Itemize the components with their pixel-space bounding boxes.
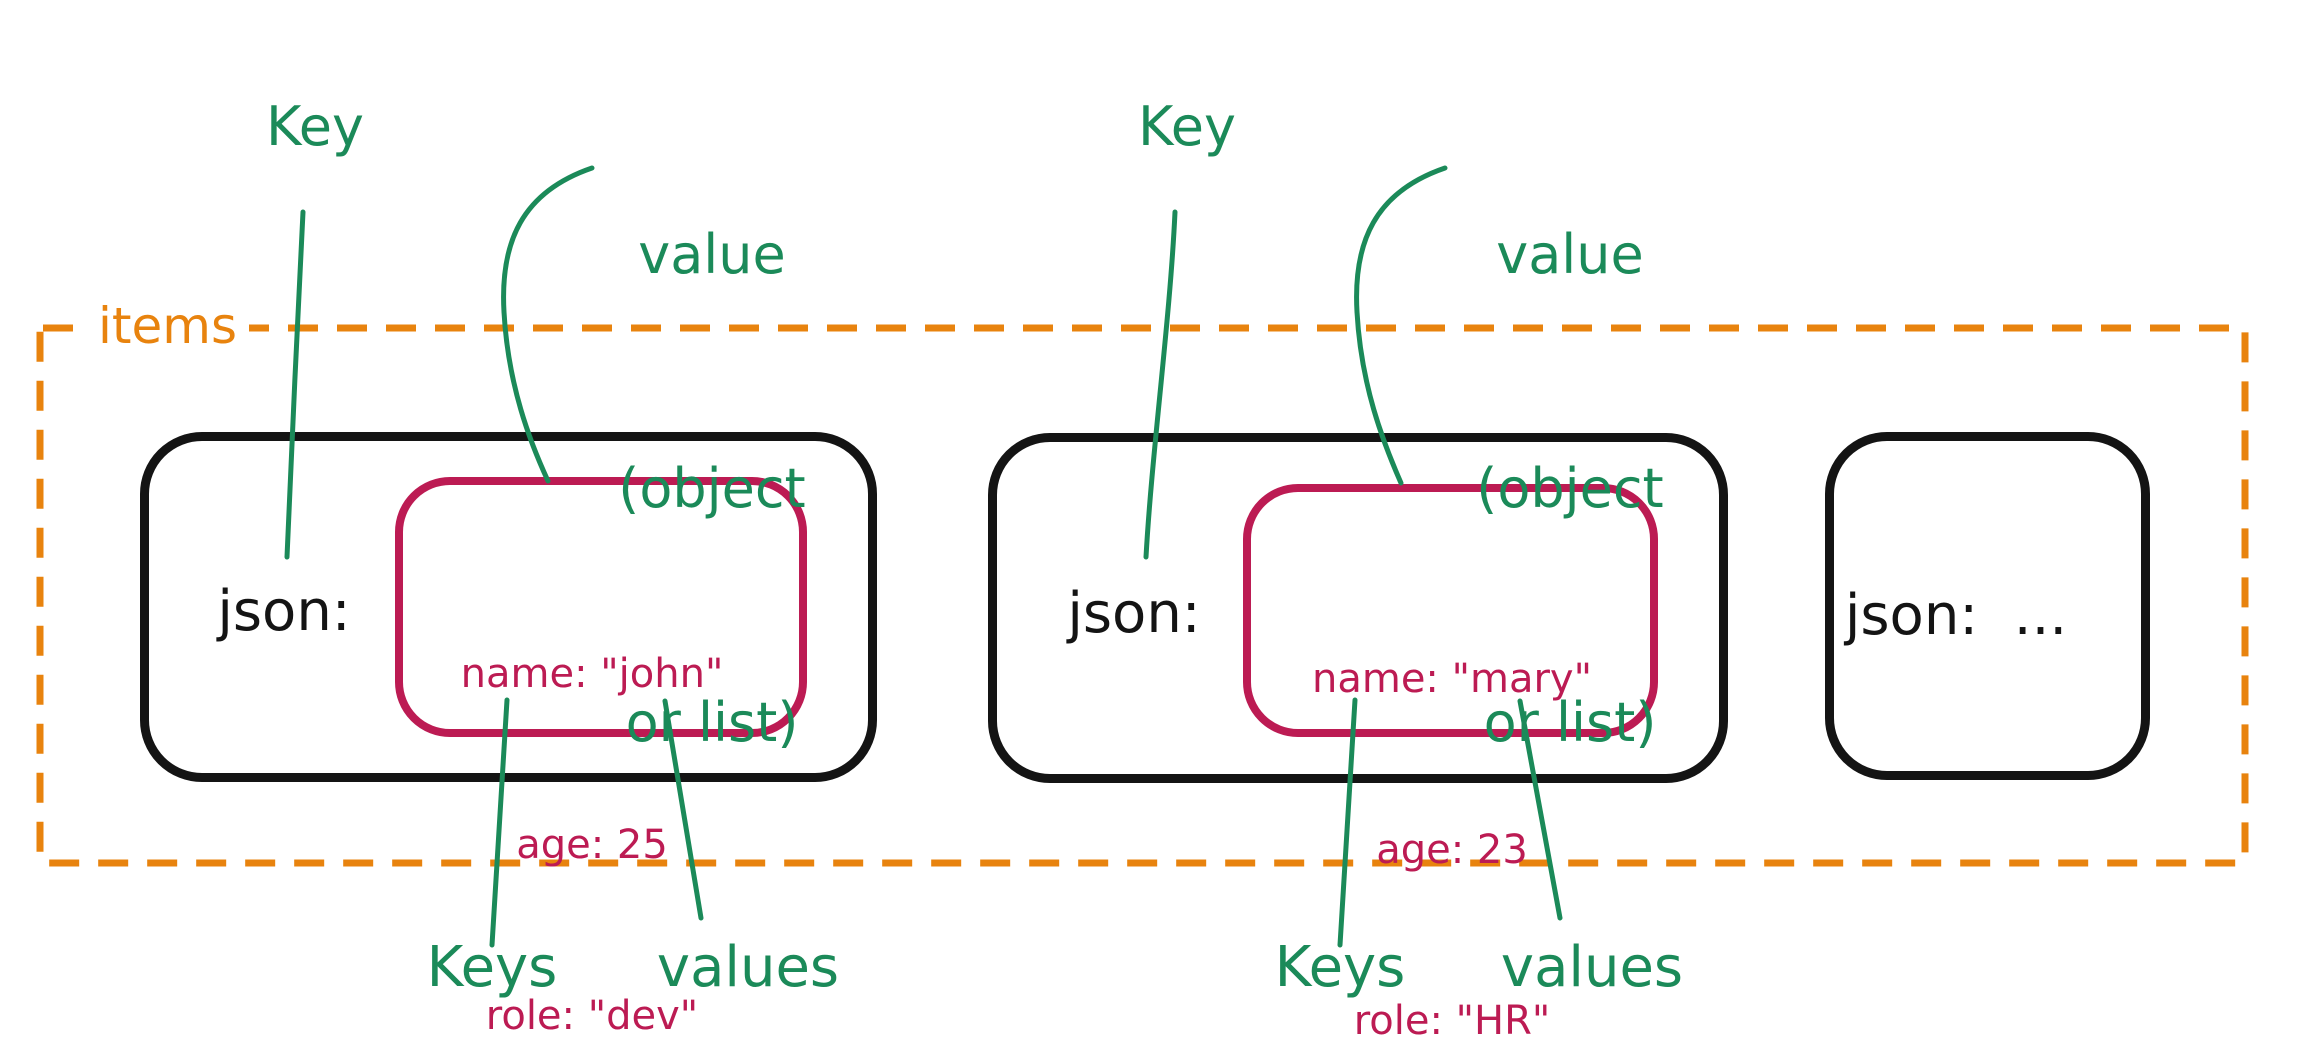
nested-object-lines-1: name: "john" age: 25 role: "dev" — [461, 532, 724, 1058]
object-line: age: 25 — [516, 822, 668, 868]
object-line: role: "dev" — [485, 993, 699, 1039]
object-line: age: 23 — [1376, 827, 1528, 873]
object-line: role: "HR" — [1353, 998, 1551, 1044]
item-key-label-1: json: — [217, 579, 351, 644]
item-key-label-2: json: — [1067, 581, 1201, 646]
item-key-label-3: json: ... — [1844, 583, 2068, 648]
object-line: name: "john" — [460, 651, 724, 697]
value-annotation-line: value — [1496, 223, 1644, 286]
values-annotation-1: values — [656, 935, 840, 1000]
value-annotation-line: (object — [1476, 457, 1664, 520]
object-line: name: "mary" — [1311, 656, 1593, 702]
items-array-label: items — [86, 296, 250, 362]
key-annotation-1: Key — [266, 95, 364, 158]
key-annotation-2: Key — [1138, 95, 1236, 158]
values-annotation-2: values — [1500, 935, 1684, 1000]
value-annotation-line: (object — [618, 457, 806, 520]
nested-object-lines-2: name: "mary" age: 23 role: "HR" — [1312, 537, 1592, 1058]
value-annotation-line: value — [638, 223, 786, 286]
